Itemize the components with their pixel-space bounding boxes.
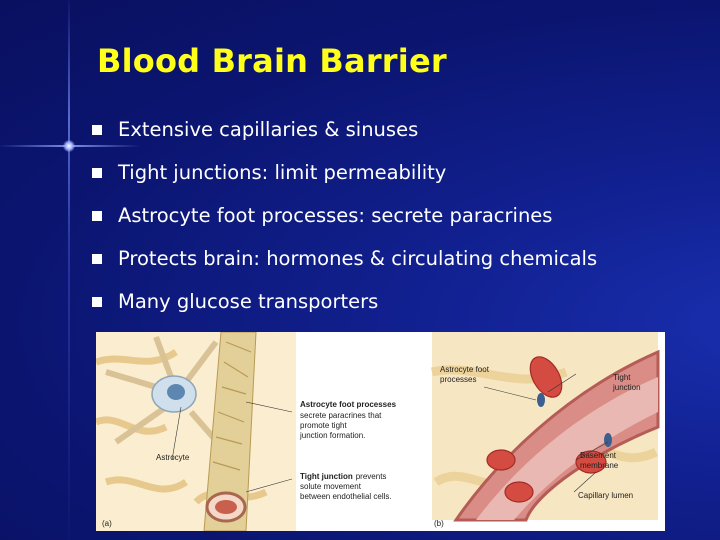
panel-b-basement-label: Basement [580, 451, 617, 460]
figure-illustration: Astrocyte Astrocyte foot processes secre… [96, 332, 660, 531]
square-bullet-icon [92, 167, 102, 178]
square-bullet-icon [92, 253, 102, 264]
bullet-text: Astrocyte foot processes: secrete paracr… [118, 204, 553, 227]
panel-a-label: (a) [102, 519, 112, 528]
panel-b-label: (b) [434, 519, 444, 528]
panel-b-foot-label: Astrocyte foot [440, 365, 490, 374]
foot-processes-desc: promote tight [300, 421, 347, 430]
bullet-item: Many glucose transporters [92, 280, 597, 323]
bullet-text: Protects brain: hormones & circulating c… [118, 247, 598, 270]
panel-a-illustration [96, 332, 296, 531]
square-bullet-icon [92, 124, 102, 135]
bullet-item: Astrocyte foot processes: secrete paracr… [92, 194, 597, 237]
astrocyte-label: Astrocyte [156, 453, 190, 462]
decorative-star-flare [63, 140, 75, 152]
tight-junction-verb: prevents [356, 472, 387, 481]
panel-b-lumen-label: Capillary lumen [578, 491, 633, 500]
tight-junction-desc: between endothelial cells. [300, 492, 392, 501]
bullet-text: Tight junctions: limit permeability [118, 161, 447, 184]
decorative-vertical-line [68, 0, 70, 540]
panel-b-foot-label: processes [440, 375, 476, 384]
bullet-text: Extensive capillaries & sinuses [118, 118, 419, 141]
square-bullet-icon [92, 210, 102, 221]
foot-processes-title: Astrocyte foot processes [300, 400, 397, 409]
bullet-item: Tight junctions: limit permeability [92, 151, 597, 194]
blood-brain-barrier-figure: Astrocyte Astrocyte foot processes secre… [96, 332, 665, 531]
bullet-item: Protects brain: hormones & circulating c… [92, 237, 597, 280]
panel-b-basement-label: membrane [580, 461, 619, 470]
tight-junction-title: Tight junction [300, 472, 353, 481]
tight-junction-desc: solute movement [300, 482, 362, 491]
bullet-item: Extensive capillaries & sinuses [92, 108, 597, 151]
bullet-list: Extensive capillaries & sinuses Tight ju… [92, 108, 597, 323]
panel-b-tight-label: junction [612, 383, 641, 392]
panel-b-tight-label: Tight [613, 373, 631, 382]
square-bullet-icon [92, 296, 102, 307]
panel-b-illustration [431, 332, 660, 522]
bullet-text: Many glucose transporters [118, 290, 379, 313]
slide-title: Blood Brain Barrier [97, 42, 447, 80]
foot-processes-desc: secrete paracrines that [300, 411, 382, 420]
foot-processes-desc: junction formation. [299, 431, 365, 440]
